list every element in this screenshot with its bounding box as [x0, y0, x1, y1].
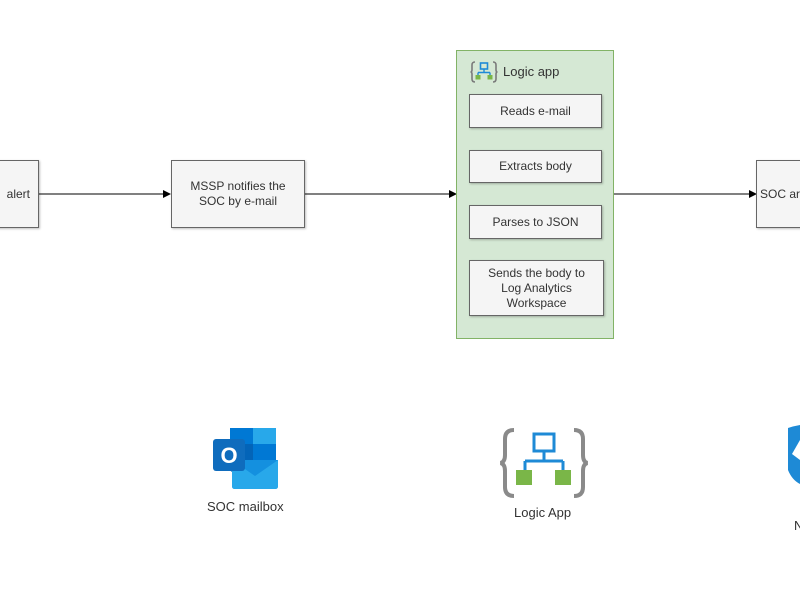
logic-app-container-title: Logic app — [503, 64, 560, 79]
step-label: Reads e-mail — [500, 103, 571, 118]
soc-box[interactable]: SOC ar — [756, 160, 800, 228]
step-extracts-body[interactable]: Extracts body — [469, 150, 602, 183]
outlook-icon: O — [213, 428, 278, 489]
step-label: Sends the body to Log Analytics Workspac… — [488, 265, 585, 310]
logic-app-small-icon — [470, 61, 498, 83]
mssp-notify-label: MSSP notifies the SOC by e-mail — [190, 179, 286, 208]
mssp-notify-box[interactable]: MSSP notifies the SOC by e-mail — [171, 160, 305, 228]
shield-icon — [788, 425, 800, 484]
outlook-icon-letter: O — [220, 443, 237, 468]
logic-app-caption: Logic App — [514, 505, 572, 520]
alert-box[interactable]: alert — [0, 160, 39, 228]
step-parses-json[interactable]: Parses to JSON — [469, 205, 602, 239]
step-reads-email[interactable]: Reads e-mail — [469, 94, 602, 128]
soc-box-label: SOC ar — [760, 186, 800, 201]
step-label: Parses to JSON — [492, 214, 579, 229]
outlook-caption: SOC mailbox — [207, 499, 284, 514]
step-label: Extracts body — [499, 159, 572, 173]
step-sends-body[interactable]: Sends the body to Log Analytics Workspac… — [469, 260, 604, 316]
logic-app-icon — [500, 428, 588, 498]
partial-caption: N — [794, 518, 800, 533]
alert-box-label: alert — [6, 186, 30, 201]
